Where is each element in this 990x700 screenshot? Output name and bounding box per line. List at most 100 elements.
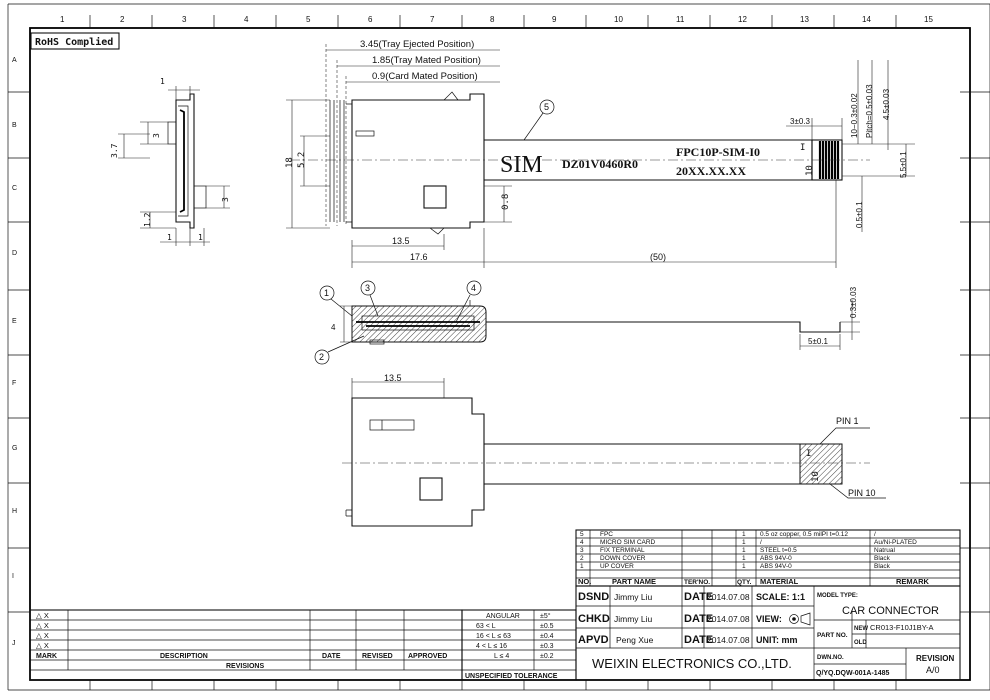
col-label: 2: [120, 15, 125, 24]
rohs-box: [30, 32, 120, 50]
tolerance-label: 4 < L ≤ 16: [476, 643, 507, 650]
bom-name: MICRO SIM CARD: [600, 539, 656, 546]
balloon-5-text: 5: [544, 102, 549, 112]
tolerance-footer: UNSPECIFIED TOLERANCE: [465, 673, 558, 680]
bom-header-no: NO.: [578, 577, 591, 586]
col-label: 6: [368, 15, 373, 24]
balloon-4-leader: [455, 294, 471, 323]
balloon-1: [319, 285, 335, 301]
view-label: VIEW:: [756, 614, 782, 624]
dim-lines-bottom-left: [140, 211, 176, 229]
col-label: 12: [738, 15, 747, 24]
bottom-pin-10: 10: [811, 471, 821, 482]
revisions-col-lines: [67, 610, 405, 670]
row-label: G: [12, 445, 17, 452]
dim-pitch: Pitch=0.5±0.03: [865, 84, 874, 138]
dim-line: [168, 86, 200, 100]
row-label: C: [12, 185, 17, 192]
dim-13-5-top: 13.5: [392, 236, 410, 246]
part-no-label: PART NO.: [817, 632, 848, 639]
balloon-1-leader: [330, 298, 353, 317]
balloon-3-leader: [369, 294, 379, 317]
fpc-pin-10: 10: [805, 165, 815, 176]
company-name: WEIXIN ELECTRONICS CO.,LTD.: [592, 656, 792, 671]
revisions-header-mark: MARK: [36, 653, 57, 660]
bottom-fpc-contacts: [799, 443, 843, 485]
revisions-header-revised: REVISED: [362, 653, 393, 660]
col-label: 3: [182, 15, 187, 24]
bom-col-lines: [589, 530, 871, 586]
bom-header-qty: QTY.: [737, 579, 752, 586]
dim-3-0-3-lines: [786, 118, 843, 140]
bottom-slot: [369, 419, 415, 431]
dsnd-label: DSND: [578, 591, 609, 603]
unit-label: UNIT: mm: [756, 635, 798, 645]
revisions-header-description: DESCRIPTION: [160, 653, 208, 660]
balloon-2: [314, 349, 330, 365]
dim-lines-left: [118, 121, 168, 159]
dim-4-lines: [340, 305, 352, 343]
tolerance-value: ±0.4: [540, 633, 554, 640]
side-card: [179, 109, 185, 213]
bom-no: 5: [580, 531, 584, 538]
col-label: 4: [244, 15, 249, 24]
section-cavity: [361, 315, 475, 331]
row-label: F: [12, 380, 16, 387]
col-label: 13: [800, 15, 809, 24]
row-label: D: [12, 250, 17, 257]
bom-name: FIX TERMINAL: [600, 547, 645, 554]
dim-bottom-lines: [351, 180, 837, 268]
dim-3-7: 3.7: [110, 143, 119, 158]
column-ticks: [89, 15, 897, 690]
tolerance-value: ±0.5: [540, 623, 554, 630]
connector-body: [351, 93, 485, 229]
col-label: 1: [60, 15, 65, 24]
row-label: H: [12, 508, 17, 515]
pin1-label: PIN 1: [836, 416, 859, 426]
tolerance-label: ANGULAR: [486, 613, 520, 620]
top-view: 3.45(Tray Ejected Position) 1.85(Tray Ma…: [285, 39, 915, 268]
body-notch-bottom: [429, 227, 445, 235]
bom-name: DOWN COVER: [600, 555, 646, 562]
projection-circle-icon: [789, 614, 799, 624]
dim-5-2-lines: [300, 135, 330, 187]
dim-3-0-3: 3±0.3: [790, 117, 811, 126]
side-body: [175, 93, 195, 229]
body-window: [423, 185, 447, 209]
dim-tray-ejected: 3.45(Tray Ejected Position): [360, 39, 474, 50]
bom-table: 5 FPC 1 0.5 oz copper, 0.5 milPI t=0.12 …: [575, 529, 961, 587]
fpc-code-text: DZ01V0460R0: [562, 157, 638, 171]
side-view: 1 3 3.7 3 1.2 1 1: [110, 77, 230, 246]
revisions-frame: [29, 609, 463, 681]
dim-13-5-bottom-lines: [351, 378, 445, 398]
date-label-3: DATE: [684, 634, 713, 646]
col-label: 15: [924, 15, 933, 24]
outer-frame: [7, 3, 990, 691]
bom-material: /: [760, 539, 762, 546]
tolerance-label: L ≤ 4: [494, 653, 509, 660]
bom-name: FPC: [600, 531, 613, 538]
bom-material: 0.5 oz copper, 0.5 milPI t=0.12: [760, 531, 848, 538]
dim-0-8: 0.8: [501, 194, 511, 210]
section-view: 1 3 4 2 4 0.3±0.03 5±0.1: [314, 280, 860, 365]
bottom-window: [419, 477, 443, 501]
revisions-title: REVISIONS: [226, 663, 264, 670]
chkd-name: Jimmy Liu: [614, 614, 653, 624]
pin10-label: PIN 10: [848, 488, 876, 498]
dim-5-5: 5.5±0.1: [899, 151, 908, 178]
apvd-name: Peng Xue: [616, 635, 654, 645]
bom-row-lines: [576, 537, 960, 579]
pin10-leader: [829, 483, 886, 499]
col-label: 14: [862, 15, 871, 24]
title-part-lines: [814, 610, 960, 648]
bom-no: 1: [580, 563, 584, 570]
body-left-edge: [346, 100, 353, 228]
dwn-no-value: Q/YQ.DQW-001A-1485: [816, 670, 889, 677]
revisions-table: △ X △ X △ X △ X MARK DESCRIPTION DATE RE…: [29, 609, 463, 681]
tolerance-value: ±0.3: [540, 643, 554, 650]
rohs-label: RoHS Complied: [35, 36, 113, 48]
part-no-old-label: OLD: [854, 640, 867, 646]
dim-0-3-lines: [840, 300, 860, 340]
tolerance-table: ANGULAR ±5° 63 < L ±0.5 16 < L ≤ 63 ±0.4…: [461, 609, 577, 681]
bottom-body: [351, 397, 485, 527]
